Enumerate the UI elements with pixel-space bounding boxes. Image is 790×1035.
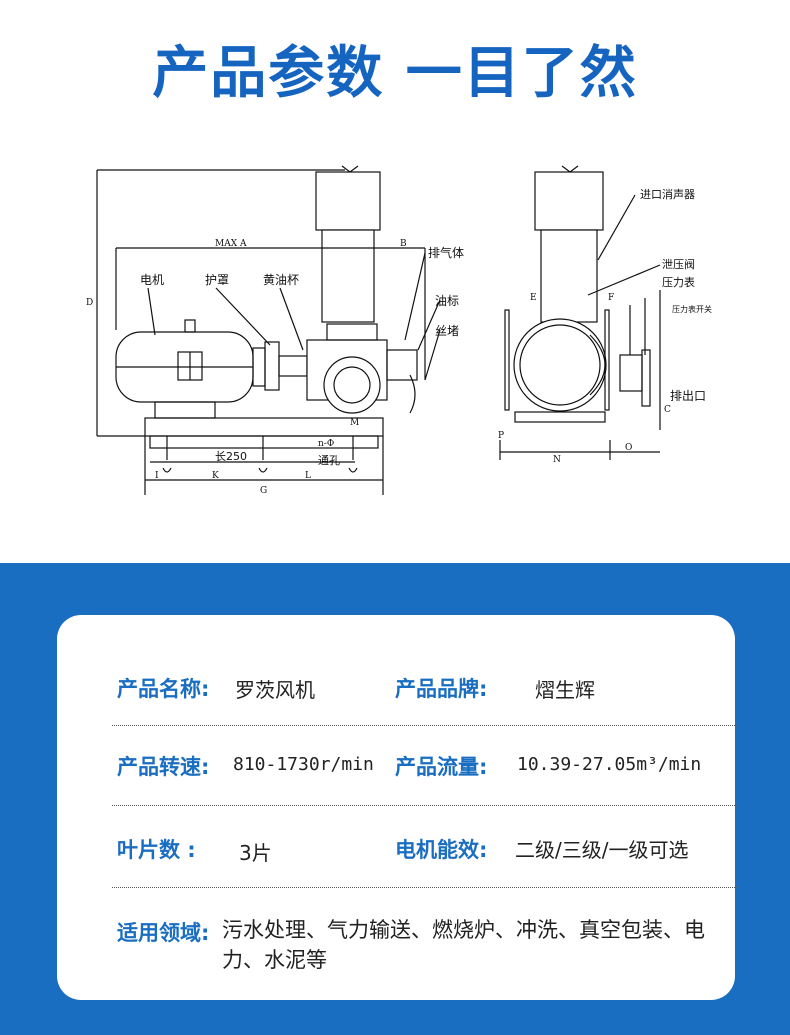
label-length: 长250 — [215, 450, 247, 463]
blower-dimension-diagram: 电机 护罩 黄油杯 排气体 油标 丝堵 进口消声器 泄压阀 压力表 压力表开关 … — [0, 140, 790, 520]
blades-value: 3片 — [239, 841, 272, 865]
dim-f: F — [608, 293, 614, 303]
label-motor: 电机 — [140, 273, 164, 287]
dim-max-a: MAX A — [215, 239, 247, 249]
label-oil-mark: 油标 — [435, 294, 459, 308]
label-relief-valve: 泄压阀 — [662, 257, 695, 271]
brand-value: 熠生辉 — [535, 678, 595, 702]
label-exhaust: 排气体 — [428, 245, 464, 260]
blades-label: 叶片数 : — [117, 838, 196, 862]
dim-b: B — [400, 239, 407, 249]
page-title: 产品参数 一目了然 — [152, 41, 638, 106]
label-plug: 丝堵 — [435, 324, 459, 338]
spec-card: 产品名称: 罗茨风机 产品品牌: 熠生辉 产品转速: 810-1730r/min… — [57, 615, 737, 1000]
name-value: 罗茨风机 — [235, 678, 315, 702]
label-n-phi: n-Φ — [318, 439, 334, 449]
label-gauge-switch: 压力表开关 — [672, 304, 712, 314]
dim-e: E — [530, 293, 537, 303]
label-inlet-silencer: 进口消声器 — [640, 187, 695, 201]
dim-d: D — [86, 298, 93, 308]
divider — [112, 805, 737, 806]
dim-c: C — [664, 405, 671, 415]
dim-p: P — [498, 431, 504, 441]
label-outlet: 排出口 — [670, 389, 706, 403]
label-guard: 护罩 — [205, 273, 229, 287]
dim-k: K — [212, 471, 219, 481]
dim-g: G — [260, 486, 267, 496]
brand-label: 产品品牌: — [395, 677, 488, 701]
divider — [112, 887, 737, 888]
label-oil-cup: 黄油杯 — [263, 273, 299, 287]
speed-value: 810-1730r/min — [233, 754, 374, 775]
efficiency-label: 电机能效: — [395, 838, 488, 862]
flow-label: 产品流量: — [395, 755, 488, 779]
dim-l: L — [305, 471, 311, 481]
dim-m: M — [350, 418, 359, 428]
dim-o: O — [625, 443, 632, 453]
dim-n: N — [553, 455, 561, 465]
label-pressure-gauge: 压力表 — [662, 275, 695, 289]
flow-value: 10.39-27.05m³/min — [517, 754, 702, 775]
usage-value: 污水处理、气力输送、燃烧炉、冲洗、真空包装、电力、水泥等 — [222, 918, 705, 972]
speed-label: 产品转速: — [117, 755, 210, 779]
dim-i: I — [155, 471, 159, 481]
divider — [112, 725, 737, 726]
name-label: 产品名称: — [117, 677, 210, 701]
label-through-hole: 通孔 — [318, 454, 340, 467]
efficiency-value: 二级/三级/一级可选 — [515, 838, 689, 862]
usage-label: 适用领域: — [117, 921, 210, 945]
